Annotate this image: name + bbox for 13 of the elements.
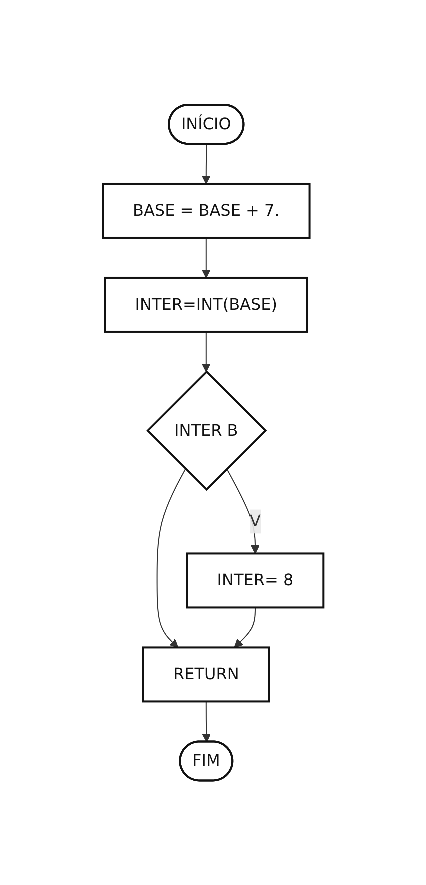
arrow xyxy=(202,237,210,278)
arrow xyxy=(202,700,211,742)
edge-label: V xyxy=(250,511,261,530)
arrow xyxy=(226,468,260,554)
node-box: INTER= 8 xyxy=(186,552,324,608)
node-box: BASE = BASE + 7. xyxy=(102,182,310,239)
arrow xyxy=(234,606,256,648)
arrow xyxy=(156,468,186,648)
arrow xyxy=(202,144,210,184)
node-diamond: INTER B xyxy=(146,370,267,491)
node-box: RETURN xyxy=(142,646,270,702)
arrow xyxy=(202,331,210,372)
node-box: INTER=INT(BASE) xyxy=(104,276,308,333)
